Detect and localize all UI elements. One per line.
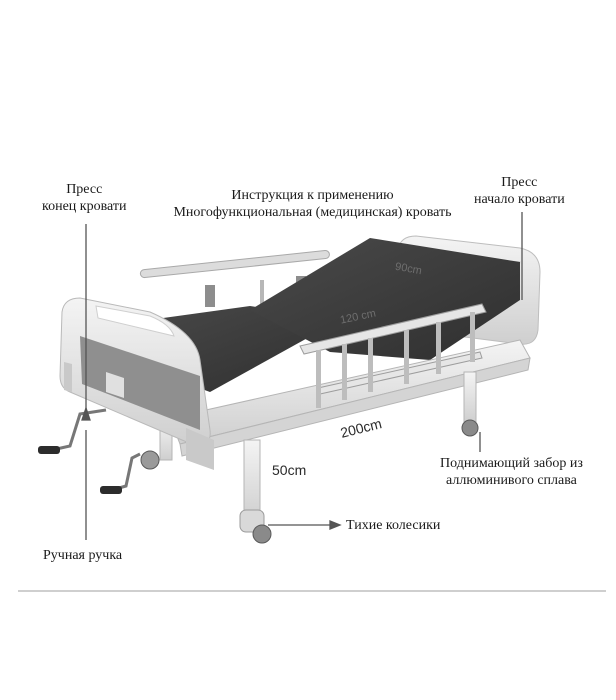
callout-foot-end-line1: Пресс (66, 182, 103, 197)
caster-icon (140, 419, 479, 544)
callout-side-rail: Поднимающий забор из аллюминивого сплава (440, 455, 583, 489)
callout-hand-crank: Ручная ручка (43, 548, 123, 563)
callout-leaders (81, 212, 523, 540)
callout-head-end-line1: Пресс (501, 175, 538, 190)
footboard-panel (80, 336, 200, 430)
hand-crank-icon (38, 408, 141, 494)
footboard (59, 297, 214, 470)
dimension-height: 50cm (272, 462, 307, 478)
divider-line (18, 590, 606, 592)
title-line2: Многофункциональная (медицинская) кроват… (173, 205, 452, 220)
callout-casters: Тихие колесики (346, 518, 441, 533)
title-line1: Инструкция к применению (231, 188, 394, 203)
near-side-rail (299, 303, 487, 408)
callout-side-rail-line2: аллюминивого сплава (446, 473, 577, 488)
callout-side-rail-line1: Поднимающий забор из (440, 456, 583, 471)
diagram-title: Инструкция к применению Многофункциональ… (150, 187, 475, 221)
callout-head-end-line2: начало кровати (474, 192, 565, 207)
mattress-backrest (250, 238, 520, 360)
callout-foot-end: Пресс конец кровати (42, 181, 126, 215)
callout-head-end: Пресс начало кровати (474, 174, 565, 208)
callout-foot-end-line2: конец кровати (42, 199, 127, 214)
